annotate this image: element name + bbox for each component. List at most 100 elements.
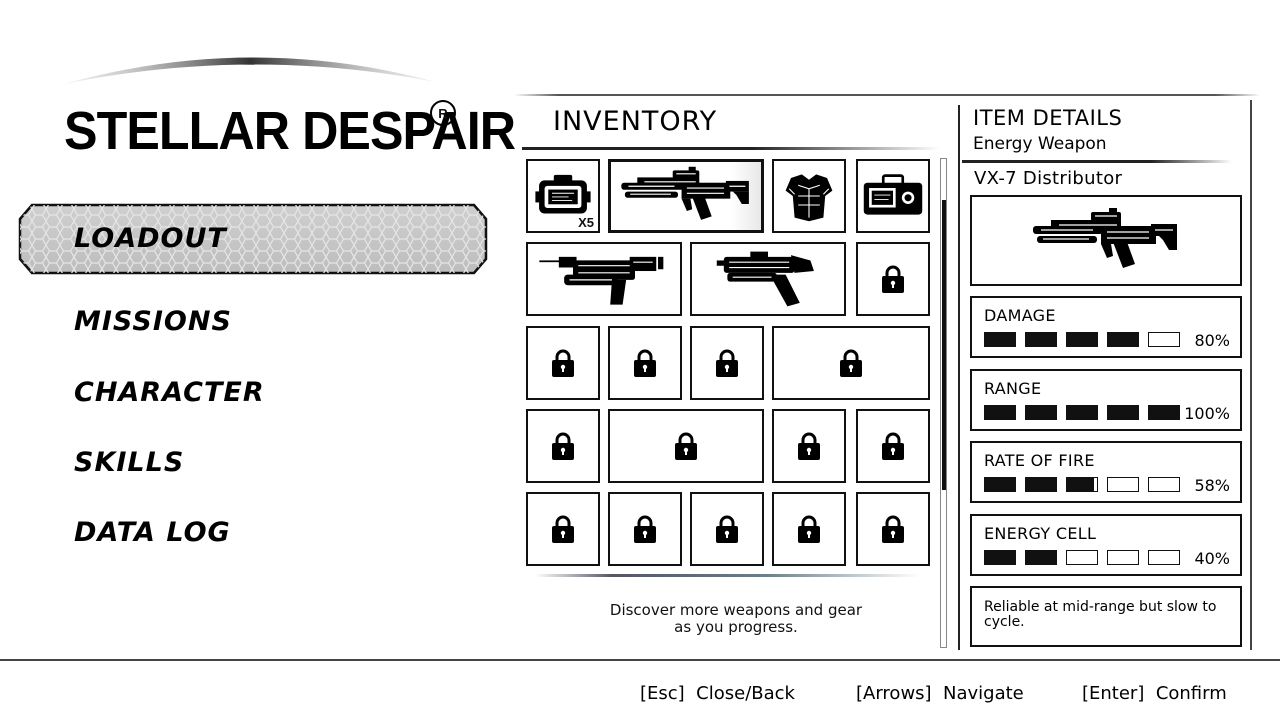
stat-energy-cell: ENERGY CELL 40% [970, 514, 1242, 576]
lock-icon [797, 431, 821, 461]
item-name: VX-7 Distributor [974, 168, 1123, 189]
menu-item-character[interactable]: CHARACTER [18, 357, 488, 427]
item-preview [970, 195, 1242, 286]
inventory-slot-pistol[interactable] [690, 242, 846, 316]
hint-confirm[interactable]: [Enter] Confirm [1082, 683, 1227, 704]
hint-key: [Esc] [640, 683, 685, 704]
equipment-case-icon [862, 173, 924, 219]
inventory-slot-armor[interactable] [772, 159, 846, 233]
lock-icon [881, 431, 905, 461]
hint-key: [Arrows] [856, 683, 932, 704]
details-panel-border [958, 105, 960, 650]
menu-label-character: CHARACTER [74, 376, 265, 408]
stat-rate-of-fire: RATE OF FIRE 58% [970, 441, 1242, 503]
menu-item-skills[interactable]: SKILLS [18, 427, 488, 497]
inventory-title: INVENTORY [553, 106, 718, 137]
lock-icon [633, 348, 657, 378]
inventory-slot-locked[interactable] [608, 492, 682, 566]
menu-label-loadout: LOADOUT [74, 222, 227, 254]
inventory-slot-locked[interactable] [772, 326, 930, 400]
lock-icon [551, 514, 575, 544]
details-category: Energy Weapon [973, 134, 1107, 154]
registered-mark: R [430, 100, 456, 126]
menu-label-data-log: DATA LOG [74, 516, 231, 548]
stat-segment [1025, 477, 1057, 492]
inventory-title-underline [522, 147, 940, 150]
inventory-slot-equipment-case[interactable] [856, 159, 930, 233]
menu-item-loadout[interactable]: LOADOUT [18, 203, 488, 275]
menu-label-skills: SKILLS [74, 446, 185, 478]
inventory-slot-locked[interactable] [772, 409, 846, 483]
inventory-hint: Discover more weapons and gear as you pr… [609, 601, 863, 636]
inventory-slot-locked[interactable] [526, 409, 600, 483]
details-panel-border [1250, 100, 1252, 650]
hint-action: Close/Back [696, 683, 795, 704]
hint-action: Navigate [943, 683, 1024, 704]
inventory-slot-locked[interactable] [856, 242, 930, 316]
armor-vest-icon [782, 169, 836, 223]
lock-icon [551, 431, 575, 461]
inventory-slot-locked[interactable] [608, 409, 764, 483]
stat-segment [1025, 550, 1057, 565]
title-arc-decoration [64, 57, 436, 84]
inventory-slot-locked[interactable] [772, 492, 846, 566]
lock-icon [551, 348, 575, 378]
inventory-slot-locked[interactable] [690, 326, 764, 400]
inventory-slot-gadget[interactable]: X5 [526, 159, 600, 233]
stat-range: RANGE 100% [970, 369, 1242, 431]
inventory-slot-locked[interactable] [856, 409, 930, 483]
stat-segment [1107, 477, 1139, 492]
stat-segment [1066, 550, 1098, 565]
stat-percent: 100% [1184, 404, 1230, 423]
inventory-slot-rifle[interactable] [608, 159, 764, 233]
hint-key: [Enter] [1082, 683, 1145, 704]
stat-segment [984, 332, 1016, 347]
hint-action: Confirm [1155, 683, 1227, 704]
lock-icon [797, 514, 821, 544]
stat-damage: DAMAGE 80% [970, 296, 1242, 358]
lock-icon [674, 431, 698, 461]
rifle-icon [619, 165, 753, 227]
hint-navigate[interactable]: [Arrows] Navigate [856, 683, 1024, 704]
item-description: Reliable at mid-range but slow to cycle. [970, 586, 1242, 647]
lock-icon [839, 348, 863, 378]
stat-percent: 58% [1194, 476, 1230, 495]
inventory-slot-locked[interactable] [690, 492, 764, 566]
stat-segment [1148, 477, 1180, 492]
stat-segment [984, 477, 1016, 492]
menu-item-missions[interactable]: MISSIONS [18, 286, 488, 356]
stat-segment [1148, 405, 1180, 420]
rifle-icon [1031, 206, 1181, 276]
stat-percent: 40% [1194, 549, 1230, 568]
stat-bar [984, 477, 1180, 492]
inventory-slot-locked[interactable] [526, 326, 600, 400]
menu-item-data-log[interactable]: DATA LOG [18, 497, 488, 567]
details-title: ITEM DETAILS [973, 106, 1123, 130]
stat-segment [984, 550, 1016, 565]
gadget-case-icon [535, 173, 591, 219]
footer-divider [0, 659, 1280, 661]
panel-top-divider [514, 94, 1260, 96]
menu-label-missions: MISSIONS [74, 305, 232, 337]
lock-icon [633, 514, 657, 544]
inventory-slot-locked[interactable] [856, 492, 930, 566]
stat-segment [1066, 405, 1098, 420]
inventory-slot-heavy-blaster[interactable] [526, 242, 682, 316]
stat-label: DAMAGE [984, 306, 1056, 325]
details-divider [962, 160, 1232, 163]
stat-segment [1107, 332, 1139, 347]
hint-close-back[interactable]: [Esc] Close/Back [640, 683, 795, 704]
lock-icon [715, 348, 739, 378]
stat-segment [1148, 332, 1180, 347]
pistol-icon [715, 248, 821, 310]
stat-label: ENERGY CELL [984, 524, 1097, 543]
item-quantity: X5 [578, 215, 594, 230]
inventory-scrollbar-thumb[interactable] [942, 200, 946, 490]
stat-segment [1025, 332, 1057, 347]
lock-icon [881, 514, 905, 544]
stat-segment [1107, 405, 1139, 420]
stat-bar [984, 405, 1180, 420]
inventory-slot-locked[interactable] [608, 326, 682, 400]
selected-frame-icon [18, 203, 488, 275]
inventory-slot-locked[interactable] [526, 492, 600, 566]
